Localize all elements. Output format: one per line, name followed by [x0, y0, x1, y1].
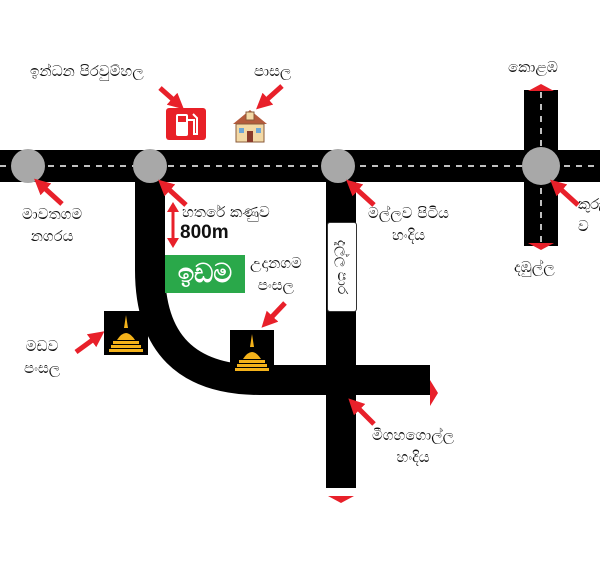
- land-badge: ඉඩම: [165, 255, 245, 293]
- mallawapitiya-pointer-arrow: [346, 179, 376, 207]
- road-name-sign: දැල්ල පාර: [327, 222, 357, 312]
- dambulla-label: දඹුල්ල: [514, 258, 555, 276]
- fuel-station-label: ඉන්ධන පිරවුම්හල: [30, 62, 144, 80]
- stupa-icon: [230, 330, 274, 374]
- pointer-arrows: [34, 84, 580, 426]
- fuel-pointer-arrow: [158, 86, 184, 110]
- kurunegala-pointer-arrow: [550, 179, 580, 207]
- east-direction-arrow: [430, 380, 438, 406]
- kurunegala-label: කුරුව: [578, 195, 600, 235]
- distance-label: 800m: [180, 222, 229, 243]
- dambulla-direction-arrow: [528, 243, 554, 250]
- hathare-pointer-arrow: [158, 179, 188, 207]
- school-label: පාසල: [254, 62, 292, 80]
- hathare-kanuwa-label: හතරේ කණුව: [182, 203, 270, 221]
- colombo-direction-arrow: [528, 84, 554, 91]
- distance-arrow: [167, 202, 179, 248]
- school-pointer-arrow: [256, 84, 284, 110]
- stupa-icon: [104, 311, 148, 355]
- fuel-pump-icon: [166, 108, 206, 140]
- udanagama-pointer-arrow: [261, 301, 287, 328]
- junction-hathare-kanuwa: [133, 149, 167, 183]
- mawathagama-pointer-arrow: [34, 178, 64, 206]
- junction-colombo: [522, 147, 560, 185]
- meegahagolla-pointer-arrow: [348, 398, 376, 426]
- madawa-pointer-arrow: [74, 331, 105, 355]
- junctions: [11, 147, 560, 185]
- dalla-road: [326, 166, 356, 488]
- destination-arrows: [328, 84, 554, 503]
- junction-mawathagama: [11, 149, 45, 183]
- curved-access-road: [135, 166, 430, 395]
- south-direction-arrow: [328, 496, 354, 503]
- school-building-icon: [233, 110, 267, 143]
- junction-mallawapitiya: [321, 149, 355, 183]
- colombo-label: කොළඹ: [508, 58, 558, 76]
